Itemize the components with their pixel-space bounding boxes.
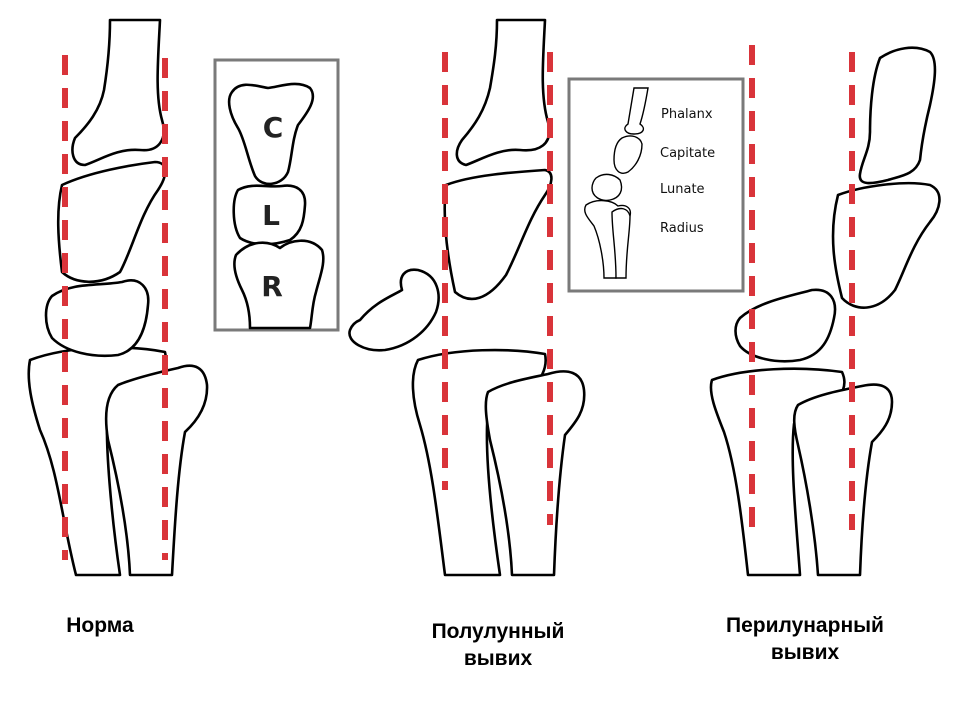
- inset-letter-c: C: [263, 111, 284, 144]
- inset-label-lunate: Lunate: [660, 182, 705, 197]
- panel-normal: [27, 18, 209, 577]
- radius-bone: [709, 367, 846, 577]
- phalanx-bone: [455, 18, 551, 167]
- inset-letter-l: L: [262, 199, 280, 232]
- ulna-bone: [484, 370, 586, 577]
- inset-label-radius: Radius: [660, 221, 704, 236]
- anatomy-inset-frame: [567, 77, 745, 293]
- lunate-bone: [44, 279, 150, 357]
- inset-lunate: [232, 184, 307, 246]
- caption-lunate-dislocation: Полулунный вывих: [408, 618, 588, 672]
- capitate-bone: [443, 168, 553, 301]
- capitate-bone: [56, 160, 167, 284]
- caption-normal: Норма: [40, 612, 160, 639]
- caption-line: Полулунный: [431, 620, 565, 643]
- inset-radius: [233, 239, 325, 330]
- inset-lunate: [591, 173, 623, 202]
- inset-capitate: [227, 82, 315, 186]
- inset-ulna: [611, 207, 631, 279]
- lunate-bone-dislocated: [348, 268, 440, 352]
- ulna-bone: [104, 364, 209, 577]
- caption-perilunate-dislocation: Перилунарный вывих: [710, 612, 900, 666]
- caption-line: вывих: [463, 647, 533, 670]
- caption-line: Перилунарный: [726, 614, 884, 637]
- phalanx-bone: [71, 18, 165, 167]
- inset-label-capitate: Capitate: [660, 146, 715, 161]
- capitate-bone-displaced: [831, 181, 941, 309]
- inset-capitate: [613, 135, 643, 174]
- anatomy-inset: Phalanx Capitate Lunate Radius: [567, 77, 745, 293]
- caption-line: Норма: [66, 614, 134, 637]
- clr-inset: C L R: [213, 58, 340, 332]
- lunate-bone: [734, 288, 837, 363]
- panel-lunate-dislocation: [348, 18, 586, 577]
- inset-phalanx: [624, 87, 649, 135]
- panel-perilunate-dislocation: [709, 45, 941, 577]
- caption-line: вывих: [770, 641, 840, 664]
- ulna-bone: [792, 383, 894, 577]
- phalanx-bone-displaced: [858, 46, 937, 185]
- radius-bone: [411, 348, 547, 577]
- inset-letter-r: R: [261, 270, 283, 303]
- inset-label-phalanx: Phalanx: [661, 107, 713, 122]
